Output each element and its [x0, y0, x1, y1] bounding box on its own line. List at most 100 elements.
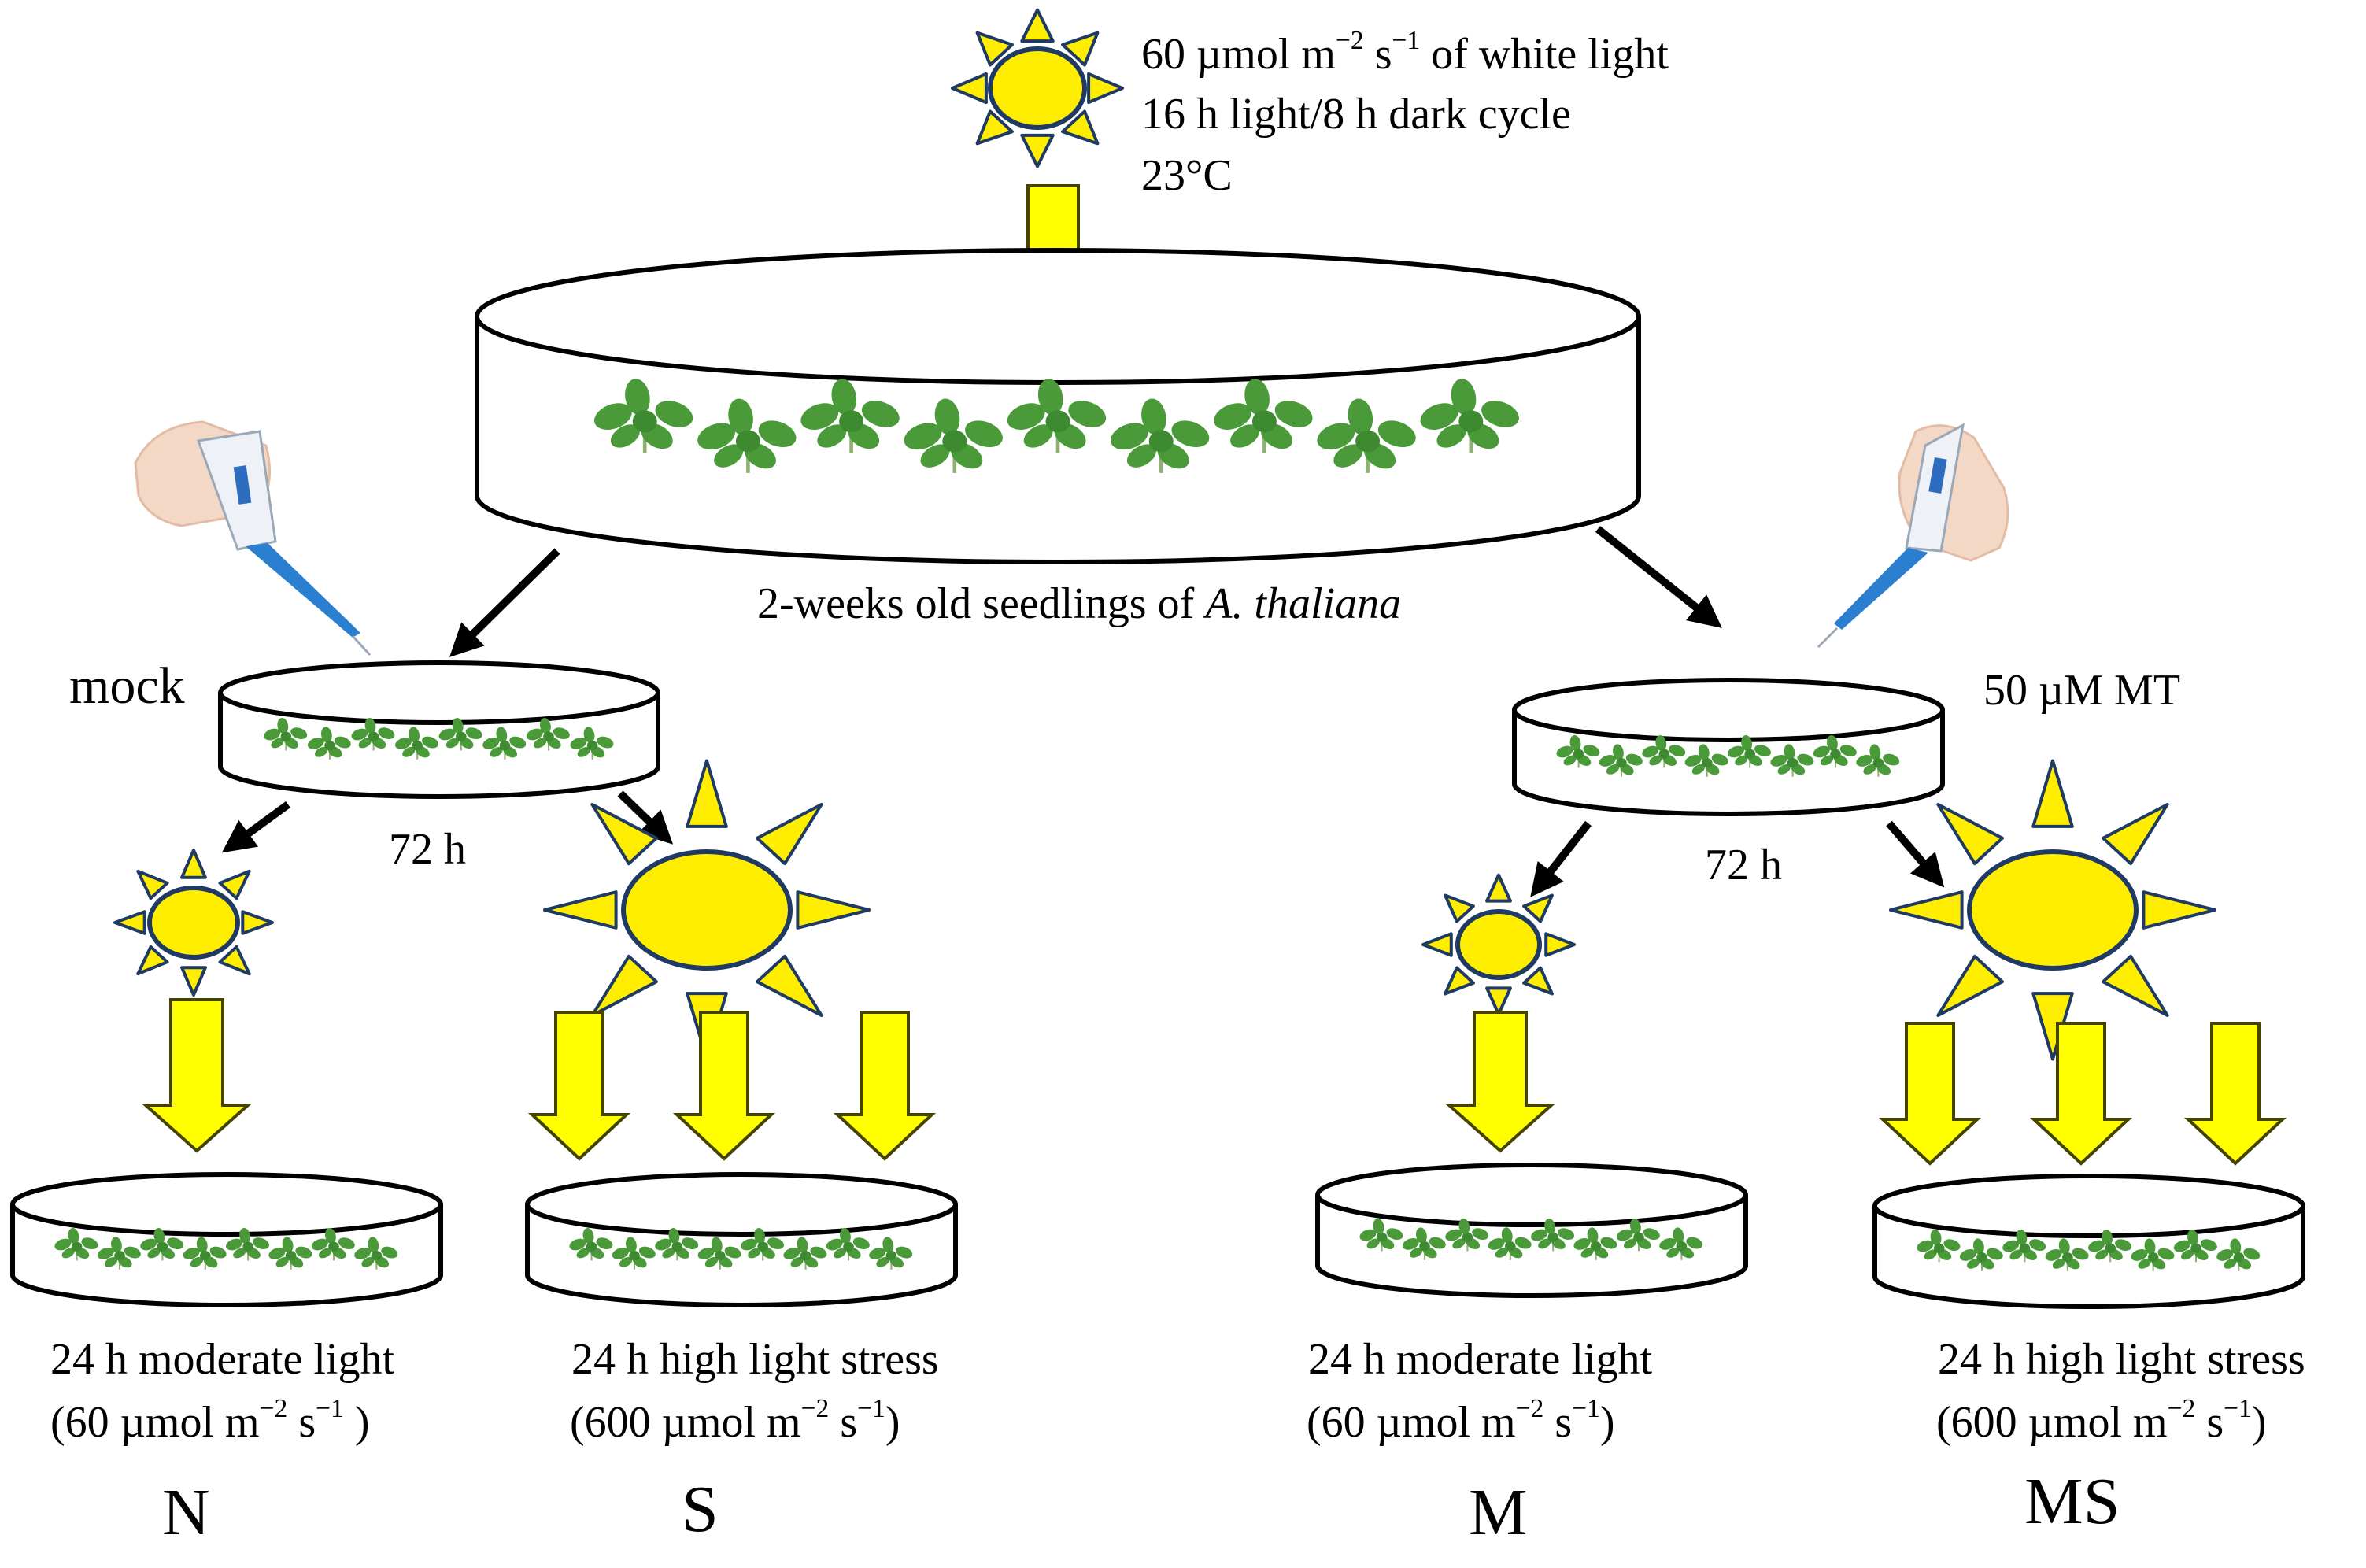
seedling-leaf — [1686, 1237, 1703, 1249]
condition-ms-s: s — [2195, 1398, 2224, 1447]
seedling-leaf — [147, 1248, 161, 1259]
seedling-leaf — [271, 738, 284, 749]
condition-m-intensity: (60 µmol m−2 s−1) — [1307, 1396, 1615, 1449]
sun-ray — [686, 759, 728, 828]
seedling-leaf — [275, 1256, 289, 1267]
seedling-leaf — [2173, 1240, 2190, 1252]
seedling-leaf — [277, 718, 289, 734]
seedling-leaf — [1452, 1238, 1466, 1249]
seedling-leaf — [1711, 753, 1728, 766]
seedling-icon — [569, 1228, 613, 1261]
seedling-icon — [826, 1228, 870, 1261]
seedling-icon — [351, 718, 395, 751]
seedling-icon — [354, 1237, 398, 1270]
seedling-leaf — [364, 718, 376, 734]
seedling-leaf — [1813, 745, 1830, 758]
sun-ray — [1087, 72, 1124, 105]
condition-s-title: 24 h high light stress — [571, 1335, 939, 1384]
petri-dish-rim — [475, 248, 1641, 385]
seedling-leaf — [1472, 1228, 1489, 1241]
petri-dish-icon-n — [10, 1172, 443, 1307]
seedling-leaf — [612, 1248, 629, 1259]
light-arrow-icon-ms2 — [2029, 1022, 2133, 1166]
seedling-leaf — [314, 746, 328, 757]
seedling-leaf — [282, 1237, 294, 1253]
seedling-leaf — [1386, 1228, 1403, 1241]
seedling-leaf — [904, 423, 942, 450]
seedling-leaf — [1777, 764, 1791, 775]
seedling-leaf — [697, 1248, 715, 1259]
seedling-leaf — [1616, 1229, 1633, 1241]
seedling-leaf — [1924, 1249, 1937, 1260]
seedling-leaf — [1600, 1237, 1617, 1249]
seedling-center — [242, 1241, 253, 1252]
seedling-leaf — [662, 1248, 675, 1259]
seedling-icon — [395, 727, 439, 760]
sun-ray — [136, 869, 169, 900]
seedling-leaf — [800, 403, 839, 430]
seedling-leaf — [334, 736, 351, 749]
sun-ray — [1936, 954, 2004, 1017]
seedling-center — [1830, 749, 1841, 759]
seedling-center — [1462, 1232, 1473, 1242]
arrow-to-mock — [449, 548, 560, 657]
seedling-leaf — [1244, 379, 1270, 416]
sun-ray — [1061, 109, 1100, 146]
seedling-leaf — [1458, 1219, 1470, 1235]
seedling-center — [1419, 1241, 1430, 1252]
seedling-leaf — [378, 727, 395, 740]
seedling-leaf — [268, 1248, 286, 1259]
seedling-leaf — [140, 1238, 157, 1251]
seedling-leaf — [1883, 753, 1900, 766]
seedling-center — [839, 410, 864, 433]
seedling-leaf — [496, 727, 508, 743]
seedling-leaf — [876, 1256, 889, 1267]
seedling-center — [1376, 1232, 1388, 1242]
seedling-leaf — [1488, 1238, 1505, 1250]
sun-ray — [1020, 8, 1055, 43]
sun-ray — [180, 966, 207, 997]
seedling-center — [885, 1251, 897, 1261]
seedling-leaf — [1770, 755, 1787, 767]
seedling-leaf — [861, 401, 900, 427]
sun-icon-top — [951, 8, 1124, 168]
petri-dish-rim — [10, 1172, 443, 1237]
seedling-leaf — [124, 1246, 141, 1259]
light-cycle-label: 16 h light/8 h dark cycle — [1141, 90, 1571, 139]
seedling-center — [1505, 1241, 1516, 1252]
seedling-leaf — [1068, 401, 1107, 427]
condition-ms-exp-m: −2 — [2167, 1393, 2196, 1423]
mock-label: mock — [69, 657, 185, 715]
light-arrow-icon-n — [141, 998, 253, 1153]
seedling-center — [280, 731, 292, 741]
petri-dish-rim — [1872, 1174, 2305, 1238]
seedling-leaf — [190, 1256, 204, 1267]
seedling-leaf — [1728, 745, 1745, 758]
seedling-leaf — [1917, 1240, 1934, 1252]
sun-ray — [218, 945, 251, 976]
seedling-leaf — [61, 1248, 75, 1259]
petri-dish-icon-main — [475, 248, 1641, 564]
seedling-leaf — [226, 1238, 243, 1251]
condition-s-open: (600 µmol m — [570, 1398, 801, 1447]
seedling-center — [1633, 1232, 1644, 1242]
seedling-leaf — [1649, 755, 1662, 766]
seedling-leaf — [2131, 1249, 2148, 1261]
seedling-leaf — [253, 1237, 270, 1250]
arrow-to-mt — [1595, 526, 1722, 628]
seedling-leaf — [1655, 735, 1667, 752]
seedlings-caption-prefix: 2-weeks old seedlings of — [757, 579, 1195, 628]
seedling-leaf — [668, 1228, 680, 1244]
seedling-icon — [1214, 379, 1313, 453]
sun-ray — [1485, 986, 1512, 1016]
seedling-center — [157, 1241, 168, 1252]
sun-disc — [147, 886, 240, 960]
condition-n-intensity: (60 µmol m−2 s−1 ) — [50, 1396, 370, 1449]
seedling-leaf — [2138, 1258, 2151, 1269]
seedling-leaf — [2052, 1258, 2066, 1269]
seedling-leaf — [1514, 1237, 1532, 1249]
seedling-center — [285, 1251, 297, 1261]
seedling-leaf — [748, 1248, 761, 1259]
seedling-leaf — [2180, 1249, 2194, 1260]
seedling-leaf — [965, 420, 1003, 448]
